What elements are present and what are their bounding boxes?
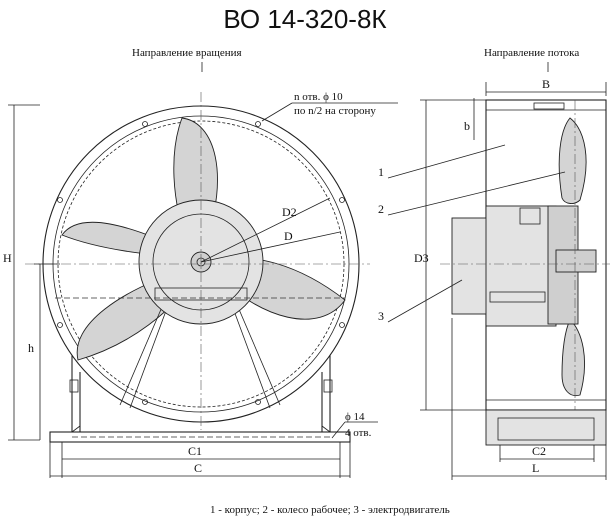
support-frame [49, 355, 351, 443]
dim-L: L [532, 461, 539, 475]
foot-hole-leader [331, 421, 346, 439]
callout-2-leader [387, 171, 566, 216]
side-blade-bottom [561, 319, 585, 397]
side-blade-top [558, 117, 587, 204]
holes-note-line-1: n отв. ϕ 10 [294, 91, 343, 103]
callout-3: 3 [378, 309, 384, 323]
dim-C1: C1 [188, 444, 202, 458]
d2-leader [200, 197, 331, 263]
side-base [485, 409, 607, 446]
dim-D3: D3 [414, 251, 429, 265]
terminal-box [519, 207, 541, 225]
front-view: Направление вращения [3, 47, 398, 478]
holes-note-line-2: по n/2 на сторону [294, 105, 376, 117]
dim-B: B [542, 77, 550, 91]
flow-direction-label: Направление потока [484, 47, 579, 59]
dim-b: b [464, 119, 470, 133]
shaft [555, 249, 597, 273]
parts-legend: 1 - корпус; 2 - колесо рабочее; 3 - элек… [210, 504, 450, 516]
foot-hole-note-2: 4 отв. [345, 427, 372, 439]
dim-C2: C2 [532, 444, 546, 458]
holes-leader [261, 102, 293, 122]
d-leader [200, 231, 341, 263]
motor-foot [489, 291, 546, 303]
page-title: ВО 14-320-8К [223, 4, 387, 34]
motor-body [485, 205, 557, 327]
callout-2: 2 [378, 202, 384, 216]
flange-holes [57, 121, 345, 405]
dim-h: h [28, 341, 34, 355]
rotation-direction-label: Направление вращения [132, 47, 242, 59]
callout-1-leader [387, 144, 506, 179]
struts [119, 299, 281, 409]
base-plate [49, 431, 351, 443]
dim-d2: D2 [282, 205, 297, 219]
dim-d: D [284, 229, 293, 243]
dim-C: C [194, 461, 202, 475]
dim-H: H [3, 251, 12, 265]
foot-hole-note-1: ϕ 14 [345, 411, 365, 423]
callout-1: 1 [378, 165, 384, 179]
callout-3-leader [387, 279, 463, 323]
top-bolt [533, 102, 565, 110]
side-view: Направление потока B b [378, 47, 610, 480]
